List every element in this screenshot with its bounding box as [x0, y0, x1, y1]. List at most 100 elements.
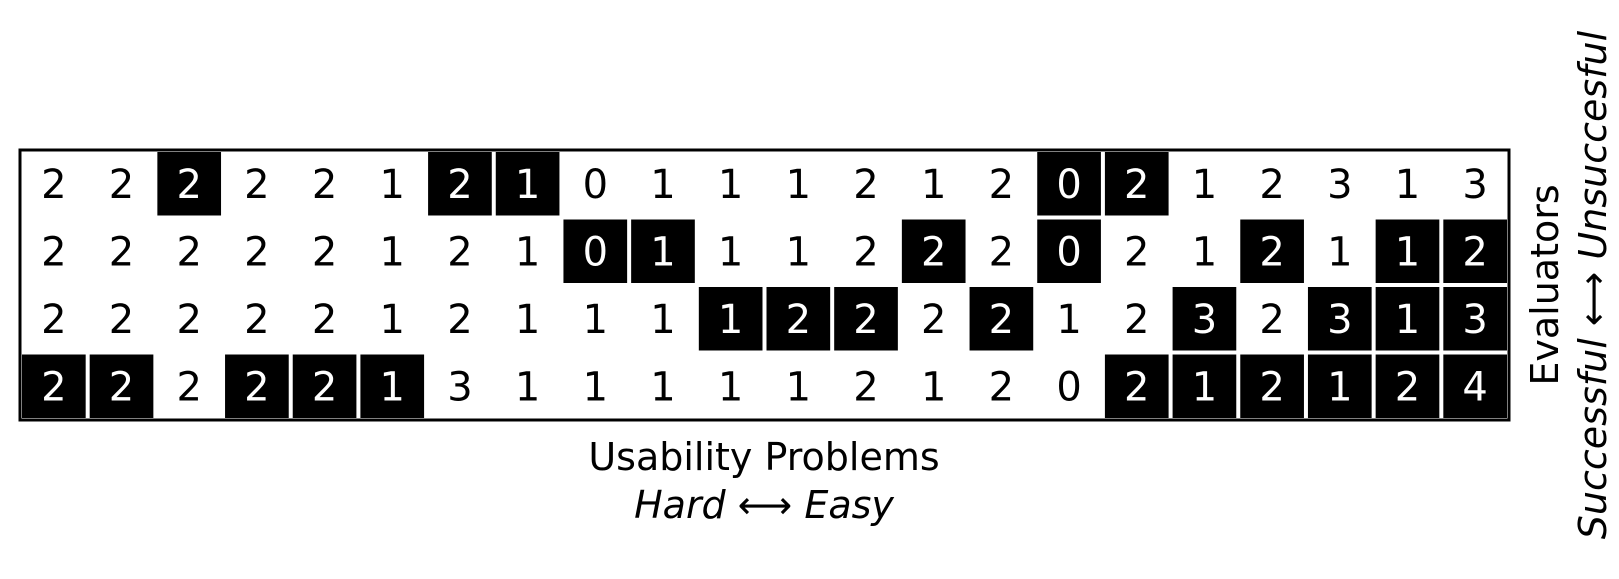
heatmap-cell-value: 2 [41, 229, 66, 275]
heatmap-cell-value: 1 [1192, 364, 1217, 410]
heatmap-cell-value: 1 [380, 364, 405, 410]
heatmap-cell-value: 1 [583, 297, 608, 343]
heatmap-cell-value: 2 [176, 297, 201, 343]
heatmap-cell-value: 2 [176, 364, 201, 410]
heatmap-cell-value: 1 [583, 364, 608, 410]
heatmap-cell-found [1104, 152, 1169, 216]
heatmap-cell-value: 1 [1327, 229, 1352, 275]
heatmap-cell-value: 2 [447, 162, 472, 208]
heatmap-cell-value: 2 [853, 229, 878, 275]
heatmap-cell-value: 2 [989, 297, 1014, 343]
heatmap-cell-value: 1 [380, 162, 405, 208]
heatmap-cell-value: 1 [718, 162, 743, 208]
heatmap-cell-value: 1 [1395, 162, 1420, 208]
heatmap-cell-value: 2 [853, 364, 878, 410]
heatmap-cell-found [360, 354, 425, 418]
heatmap-cell-found [1443, 287, 1507, 351]
heatmap-cell-found [1307, 354, 1372, 418]
heatmap-cell-found [1443, 219, 1507, 283]
heatmap-cell-found [834, 287, 898, 351]
heatmap-cell-found [766, 287, 831, 351]
heatmap-cell-value: 0 [583, 229, 608, 275]
heatmap-cell-value: 1 [650, 364, 675, 410]
heatmap-cell-found [22, 354, 86, 418]
heatmap-cell-value: 1 [380, 297, 405, 343]
heatmap-cell-value: 2 [312, 229, 337, 275]
heatmap-cell-found [1375, 219, 1440, 283]
heatmap-cell-value: 1 [1327, 364, 1352, 410]
heatmap-cell-found [1443, 354, 1507, 418]
heatmap-cell-found [901, 219, 966, 283]
heatmap-cell-value: 0 [583, 162, 608, 208]
heatmap-cell-value: 1 [1056, 297, 1081, 343]
heatmap-cell-value: 1 [718, 364, 743, 410]
x-axis-sublabel: Hard ⟷ Easy [634, 483, 894, 527]
heatmap-cell-found [1037, 219, 1101, 283]
heatmap-cell-value: 2 [786, 297, 811, 343]
heatmap-cell-value: 2 [312, 297, 337, 343]
heatmap-cell-value: 3 [1327, 297, 1352, 343]
heatmap-cell-value: 2 [109, 364, 134, 410]
heatmap-cell-value: 2 [989, 364, 1014, 410]
heatmap-cell-value: 1 [921, 162, 946, 208]
heatmap-cell-value: 2 [244, 229, 269, 275]
heatmap-frame [18, 148, 1511, 422]
heatmap-cell-value: 2 [41, 364, 66, 410]
heatmap-cell-value: 2 [1259, 297, 1284, 343]
heatmap-cell-value: 2 [41, 297, 66, 343]
y-axis-label: Evaluators [1523, 184, 1567, 385]
heatmap-cell-found [1037, 152, 1101, 216]
heatmap-cell-found [563, 219, 628, 283]
heatmap-cell-value: 2 [1124, 229, 1149, 275]
heatmap-cell-found [292, 354, 357, 418]
heatmap-cell-value: 2 [109, 297, 134, 343]
heatmap-cell-value: 2 [109, 229, 134, 275]
heatmap-cell-value: 0 [1056, 229, 1081, 275]
heatmap-cell-value: 1 [515, 229, 540, 275]
heatmap-cell-found [1240, 354, 1304, 418]
heatmap-cell-found [225, 354, 289, 418]
heatmap-cell-value: 2 [921, 297, 946, 343]
heatmap-cell-value: 1 [718, 297, 743, 343]
heatmap-cell-value: 3 [1462, 297, 1487, 343]
heatmap-cell-value: 1 [515, 162, 540, 208]
heatmap-cell-value: 1 [650, 162, 675, 208]
heatmap-cell-value: 1 [1395, 297, 1420, 343]
heatmap-cell-value: 1 [380, 229, 405, 275]
heatmap-cell-found [1104, 354, 1169, 418]
heatmap-cell-value: 2 [244, 364, 269, 410]
heatmap-cell-value: 2 [1124, 297, 1149, 343]
heatmap-cell-found [1172, 354, 1237, 418]
heatmap-cell-value: 1 [921, 364, 946, 410]
heatmap-cell-found [698, 287, 763, 351]
heatmap-cell-value: 3 [1462, 162, 1487, 208]
heatmap-cell-found [157, 152, 222, 216]
heatmap-cell-value: 2 [176, 162, 201, 208]
heatmap-cell-value: 0 [1056, 162, 1081, 208]
heatmap-cell-value: 3 [447, 364, 472, 410]
y-axis-sublabel: Successful ⟷ Unsuccesful [1571, 30, 1615, 539]
heatmap-cell-found [1172, 287, 1237, 351]
heatmap-cell-value: 1 [650, 229, 675, 275]
heatmap-cell-value: 3 [1327, 162, 1352, 208]
heatmap-cell-value: 2 [1395, 364, 1420, 410]
heatmap-cell-value: 2 [853, 162, 878, 208]
heatmap-cell-value: 2 [1462, 229, 1487, 275]
heatmap-cell-value: 2 [447, 229, 472, 275]
heatmap-cell-value: 2 [1259, 364, 1284, 410]
heatmap-cell-value: 2 [244, 297, 269, 343]
heatmap-cell-value: 2 [312, 364, 337, 410]
heatmap-cell-found [1307, 287, 1372, 351]
heatmap-cell-found [89, 354, 154, 418]
heatmap-cell-value: 1 [786, 162, 811, 208]
heatmap-cell-value: 2 [989, 229, 1014, 275]
heatmap-cell-value: 2 [176, 229, 201, 275]
heatmap-cell-value: 1 [1395, 229, 1420, 275]
heatmap-cell-value: 1 [786, 364, 811, 410]
heatmap-cell-value: 2 [921, 229, 946, 275]
heatmap-cell-value: 1 [718, 229, 743, 275]
heatmap-cell-value: 2 [312, 162, 337, 208]
heatmap-cell-value: 2 [41, 162, 66, 208]
